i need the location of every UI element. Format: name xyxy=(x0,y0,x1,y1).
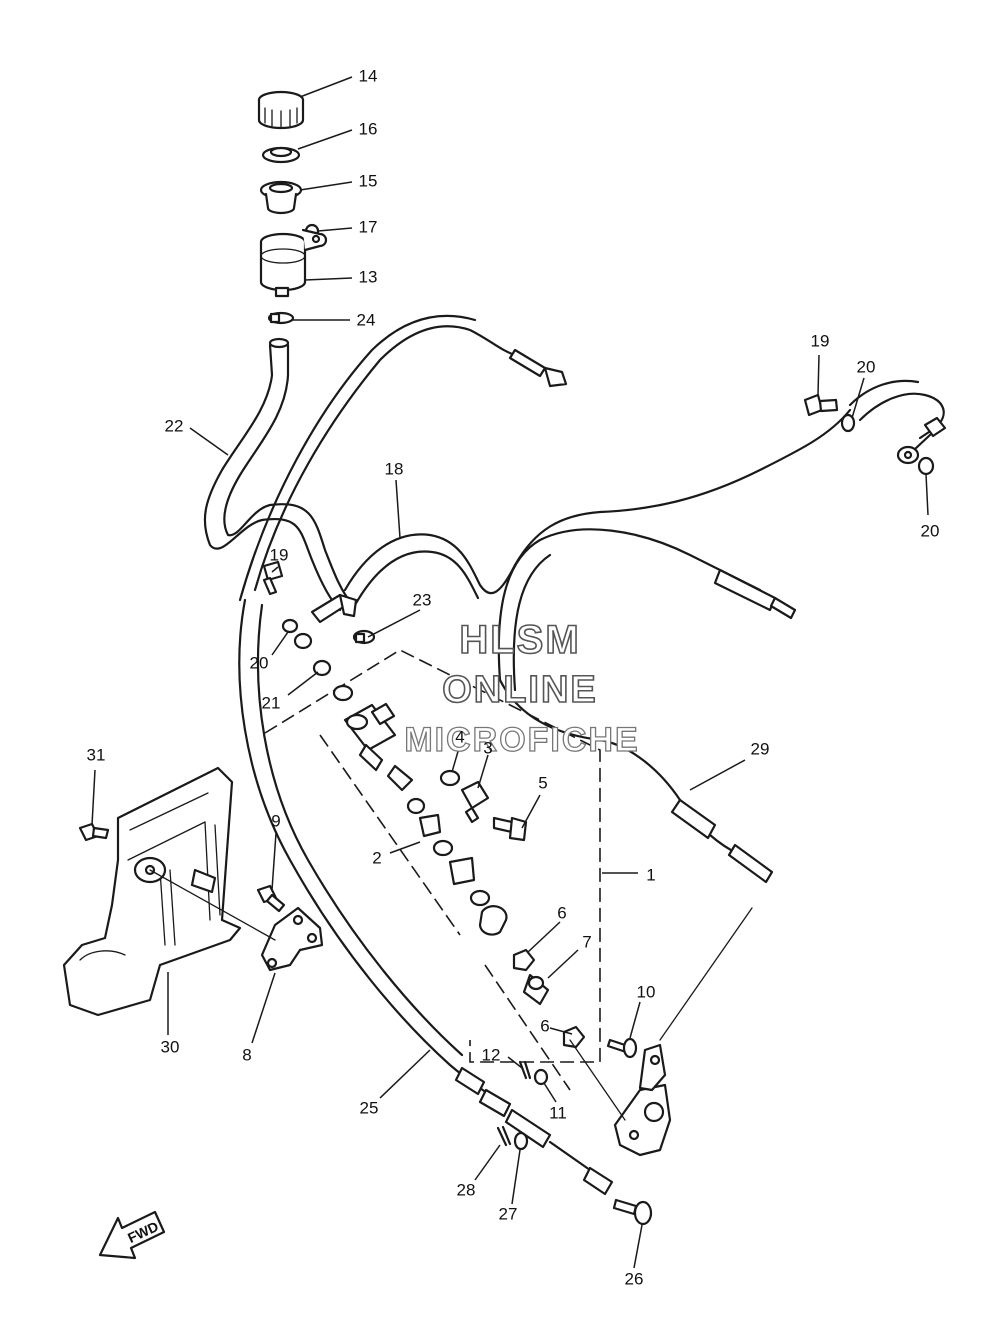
callout-label: 22 xyxy=(164,416,184,436)
bolt-31 xyxy=(78,822,110,842)
callout-label: 28 xyxy=(456,1180,476,1200)
throttle-cable xyxy=(497,528,762,682)
washer-right-b xyxy=(917,456,935,476)
callout-label: 27 xyxy=(498,1204,518,1224)
callout-label: 30 xyxy=(160,1037,180,1057)
washer-left-a xyxy=(281,618,299,634)
brake-hose xyxy=(343,408,852,595)
callout-label: 20 xyxy=(249,653,269,673)
callout-label: 26 xyxy=(624,1269,644,1289)
callout-label: 5 xyxy=(538,773,548,793)
watermark-line-1: HLSM xyxy=(459,618,581,662)
pin-10 xyxy=(606,1037,638,1059)
callout-label: 6 xyxy=(557,903,567,923)
callout-label: 8 xyxy=(242,1045,252,1065)
callout-label: 20 xyxy=(920,521,940,541)
washer-27 xyxy=(513,1131,529,1151)
reservoir-cap xyxy=(257,90,305,130)
nut-6b xyxy=(562,1025,586,1049)
heel-guard xyxy=(62,766,242,1017)
reservoir-hose xyxy=(203,343,342,612)
bolt-9 xyxy=(256,884,286,913)
cotter-pin-12 xyxy=(518,1060,532,1080)
leader-lines xyxy=(91,76,929,1269)
hose-clip-23 xyxy=(352,629,376,645)
callout-label: 20 xyxy=(856,357,876,377)
brake-switch-banjo xyxy=(310,593,358,624)
callout-label: 12 xyxy=(481,1045,501,1065)
callout-label: 13 xyxy=(358,267,378,287)
pin-26 xyxy=(612,1198,653,1226)
diaphragm xyxy=(259,180,303,215)
callout-label: 21 xyxy=(261,693,281,713)
banjo-bolt-left xyxy=(262,560,284,596)
cotter-pin-28 xyxy=(496,1125,512,1147)
hose-clip-top xyxy=(267,311,295,325)
callout-label: 23 xyxy=(412,590,432,610)
union-bolt-5 xyxy=(492,816,528,842)
nut-6a xyxy=(512,948,536,972)
washer-21b xyxy=(332,684,354,702)
o-ring xyxy=(439,769,461,787)
callout-label: 7 xyxy=(582,932,592,952)
callout-label: 19 xyxy=(810,331,830,351)
watermark-line-3: MICROFICHE xyxy=(404,721,640,759)
right-banjo-fitting xyxy=(896,416,947,465)
banjo-bolt-right xyxy=(803,393,839,417)
callout-label: 2 xyxy=(372,848,382,868)
assembly-boundary xyxy=(264,649,601,1063)
pedal-link xyxy=(613,1043,672,1157)
callout-label: 11 xyxy=(549,1103,567,1123)
callout-label: 29 xyxy=(750,739,770,759)
washer-21 xyxy=(312,659,332,677)
diaphragm-plate xyxy=(261,146,301,164)
callout-label: 1 xyxy=(646,865,656,885)
washer-left-b xyxy=(293,632,313,650)
washer-11 xyxy=(533,1068,549,1086)
watermark-line-2: ONLINE xyxy=(441,669,598,711)
callout-label: 19 xyxy=(269,545,289,565)
master-cylinder-kit xyxy=(343,702,508,936)
callout-label: 3 xyxy=(483,738,493,758)
lower-cable-end xyxy=(454,1066,614,1196)
callout-label: 15 xyxy=(358,171,378,191)
callout-label: 31 xyxy=(86,745,106,765)
callout-label: 16 xyxy=(358,119,378,139)
bracket-8 xyxy=(260,906,324,972)
joint-7 xyxy=(522,973,550,1006)
callout-label: 25 xyxy=(359,1098,379,1118)
callout-label: 14 xyxy=(358,66,378,86)
callout-label: 17 xyxy=(358,217,378,237)
callout-label: 4 xyxy=(455,727,465,747)
callout-label: 6 xyxy=(540,1016,550,1036)
callout-label: 24 xyxy=(356,310,376,330)
callout-label: 18 xyxy=(384,459,404,479)
callout-label: 10 xyxy=(636,982,656,1002)
fwd-arrow xyxy=(98,1210,166,1260)
callout-label: 9 xyxy=(271,811,281,831)
clutch-cable xyxy=(253,325,517,592)
reservoir-body xyxy=(259,228,328,298)
washer-right-a xyxy=(840,413,856,433)
hose-joint xyxy=(460,780,490,824)
